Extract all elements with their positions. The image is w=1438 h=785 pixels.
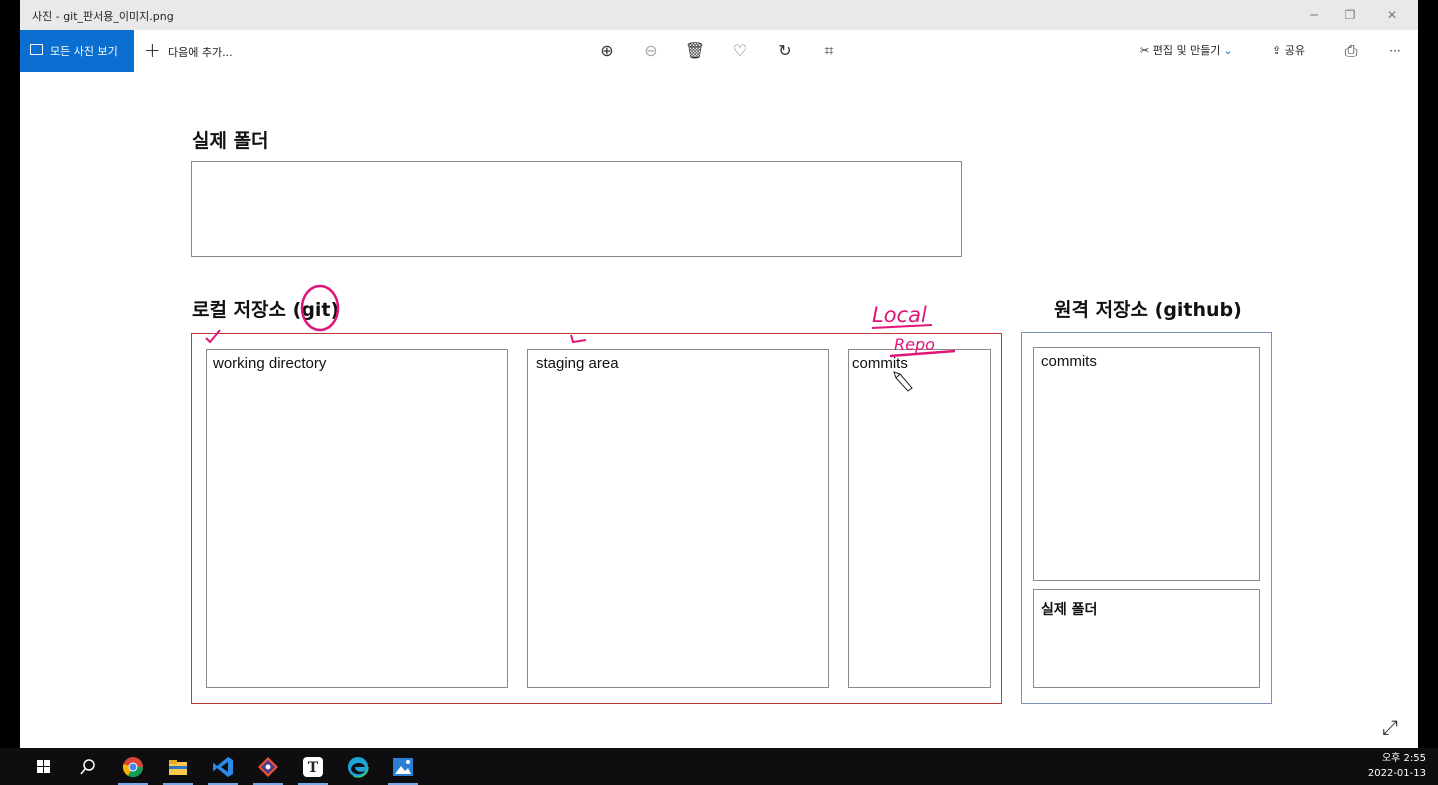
staging-area-box: staging area (527, 349, 829, 688)
share-label: 공유 (1284, 44, 1305, 57)
photos-app-window: 사진 - git_판서용_이미지.png ─ ❐ ✕ 모든 사진 보기 + 다음… (20, 0, 1418, 748)
local-underline-annotation (871, 324, 933, 329)
local-repo-frame (191, 333, 1002, 704)
all-photos-label: 모든 사진 보기 (50, 45, 118, 58)
window-title: 사진 - git_판서용_이미지.png (32, 10, 174, 23)
chrome-icon[interactable] (118, 755, 148, 785)
working-directory-box: working directory (206, 349, 508, 688)
checkmark-annotation (205, 329, 221, 344)
share-button[interactable]: ⇪ 공유 (1272, 42, 1305, 58)
clock-time: 오후 2:55 (1381, 753, 1426, 764)
remote-actual-folder-label: 실제 폴더 (1041, 602, 1098, 618)
remote-commits-box: commits (1033, 347, 1260, 581)
plus-icon: + (144, 38, 161, 62)
actual-folder-heading: 실제 폴더 (192, 130, 269, 152)
edge-icon[interactable] (346, 755, 370, 779)
remote-repo-frame (1021, 332, 1272, 704)
svg-text:T: T (308, 760, 319, 776)
taskbar-clock[interactable]: 오후 2:55 2022-01-13 (1368, 751, 1426, 781)
actual-folder-box (191, 161, 962, 257)
taskbar: T 오후 2:55 2022-01-13 (0, 748, 1438, 785)
file-explorer-icon[interactable] (163, 755, 193, 785)
local-commits-box: commits (848, 349, 991, 688)
search-icon[interactable] (76, 755, 100, 779)
git-circle-annotation (300, 284, 340, 332)
zoom-in-icon[interactable]: ⊕ (600, 41, 614, 60)
zoom-out-icon[interactable]: ⊖ (644, 41, 658, 60)
edit-icon: ✂ (1140, 44, 1150, 57)
local-commits-label: commits (852, 355, 908, 372)
close-button[interactable]: ✕ (1386, 8, 1398, 22)
windows-start-icon[interactable] (32, 755, 56, 779)
remote-commits-label: commits (1041, 353, 1097, 370)
all-photos-button[interactable]: 모든 사진 보기 (20, 30, 134, 72)
delete-icon[interactable]: 🗑 (684, 41, 706, 60)
toolbar: 모든 사진 보기 + 다음에 추가... ⊕ ⊖ 🗑 ♡ ↻ ⌗ ✂ 편집 및 … (20, 30, 1418, 72)
edit-create-label: 편집 및 만들기 (1152, 44, 1221, 57)
chevron-down-icon: ⌄ (1223, 44, 1233, 57)
tick-annotation (570, 334, 587, 344)
handwriting-local: Local (872, 303, 927, 327)
fullscreen-expand-icon[interactable]: ⤢ (1382, 715, 1398, 739)
more-options-button[interactable]: ··· (1389, 44, 1401, 58)
photo-icon (30, 44, 43, 55)
remote-repo-heading: 원격 저장소 (github) (1054, 299, 1242, 321)
crop-icon[interactable]: ⌗ (824, 41, 834, 60)
pen-cursor-icon (893, 371, 913, 392)
favorite-icon[interactable]: ♡ (732, 41, 748, 60)
photos-icon[interactable] (388, 755, 418, 785)
git-icon[interactable] (253, 755, 283, 785)
remote-actual-folder-box: 실제 폴더 (1033, 589, 1260, 688)
print-icon[interactable]: ⎙ (1344, 41, 1358, 60)
handwriting-repo: Repo (894, 335, 935, 354)
clock-date: 2022-01-13 (1367, 768, 1426, 779)
share-icon: ⇪ (1272, 44, 1282, 57)
rotate-icon[interactable]: ↻ (778, 41, 792, 60)
add-to-label: 다음에 추가... (168, 46, 233, 59)
underline-annotation (889, 349, 956, 358)
pen-annotations: Local Repo (205, 284, 956, 392)
minimize-button[interactable]: ─ (1310, 8, 1318, 22)
title-bar[interactable]: 사진 - git_판서용_이미지.png ─ ❐ ✕ (20, 0, 1418, 30)
vscode-icon[interactable] (208, 755, 238, 785)
working-directory-label: working directory (213, 355, 327, 372)
restore-button[interactable]: ❐ (1344, 8, 1356, 22)
typora-icon[interactable]: T (298, 755, 328, 785)
edit-create-button[interactable]: ✂ 편집 및 만들기⌄ (1140, 42, 1233, 58)
staging-area-label: staging area (536, 355, 619, 372)
